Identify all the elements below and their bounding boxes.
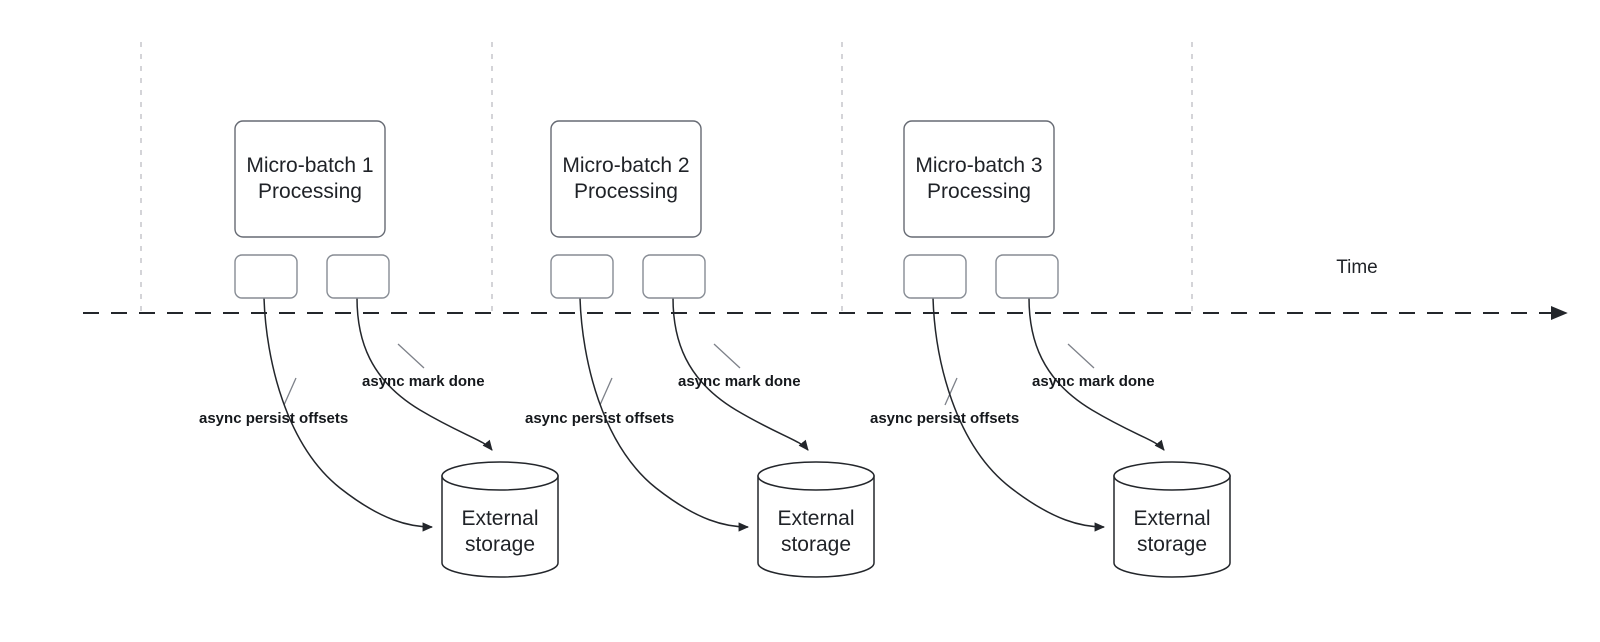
group-2-async-mark-done-edge bbox=[672, 297, 809, 451]
diagram-nodes bbox=[234, 120, 1231, 578]
group-1-storage-cylinder-top bbox=[441, 461, 559, 491]
group-2-batch-box[interactable] bbox=[550, 120, 702, 238]
group-2-mark-done-task[interactable] bbox=[642, 254, 706, 299]
group-1-async-persist-offsets-edge-label: async persist offsets bbox=[199, 410, 348, 427]
leader-persist-2 bbox=[599, 377, 613, 406]
group-1-batch-label-line1: Micro-batch 1 bbox=[246, 154, 373, 177]
group-3-async-persist-offsets-edge-label: async persist offsets bbox=[870, 410, 1019, 427]
leader-markdone-2 bbox=[713, 343, 741, 369]
group-3-storage-label-line2: storage bbox=[1137, 533, 1207, 556]
leader-persist-1 bbox=[283, 377, 297, 406]
group-2-async-persist-offsets-edge bbox=[579, 297, 750, 532]
group-2-storage-label-line2: storage bbox=[781, 533, 851, 556]
leader-markdone-3 bbox=[1067, 343, 1095, 369]
group-3-storage-label-line1: External bbox=[1133, 507, 1210, 530]
group-3-batch-box[interactable] bbox=[903, 120, 1055, 238]
time-axis-label: Time bbox=[1336, 257, 1378, 278]
group-1-async-mark-done-edge bbox=[356, 297, 493, 451]
group-2-batch-label-line2: Processing bbox=[574, 180, 678, 203]
group-3-async-persist-offsets-edge bbox=[932, 297, 1106, 532]
group-3-storage-cylinder-top bbox=[1113, 461, 1231, 491]
group-3-async-mark-done-edge-label: async mark done bbox=[1032, 373, 1155, 390]
group-3-batch-label-line2: Processing bbox=[927, 180, 1031, 203]
grid-lines bbox=[140, 42, 1193, 318]
group-1-async-mark-done-edge-label: async mark done bbox=[362, 373, 485, 390]
group-2-batch-label-line1: Micro-batch 2 bbox=[562, 154, 689, 177]
group-3-batch-label-line1: Micro-batch 3 bbox=[915, 154, 1042, 177]
leader-lines bbox=[283, 343, 1095, 406]
group-1-storage-cylinder[interactable] bbox=[441, 475, 559, 578]
group-1-storage-label-line1: External bbox=[461, 507, 538, 530]
group-3-async-mark-done-edge bbox=[1028, 297, 1165, 451]
group-3-persist-offsets-task[interactable] bbox=[903, 254, 967, 299]
group-2-async-persist-offsets-edge-label: async persist offsets bbox=[525, 410, 674, 427]
group-1-mark-done-task[interactable] bbox=[326, 254, 390, 299]
group-3-mark-done-task[interactable] bbox=[995, 254, 1059, 299]
group-3-storage-cylinder[interactable] bbox=[1113, 475, 1231, 578]
group-1-batch-label-line2: Processing bbox=[258, 180, 362, 203]
group-2-async-mark-done-edge-label: async mark done bbox=[678, 373, 801, 390]
group-2-storage-cylinder-top bbox=[757, 461, 875, 491]
group-1-storage-label-line2: storage bbox=[465, 533, 535, 556]
group-1-batch-box[interactable] bbox=[234, 120, 386, 238]
group-2-persist-offsets-task[interactable] bbox=[550, 254, 614, 299]
diagram-labels: async persist offsets async mark done Micr… bbox=[199, 154, 1211, 556]
group-1-async-persist-offsets-edge bbox=[263, 297, 434, 532]
group-2-storage-cylinder[interactable] bbox=[757, 475, 875, 578]
group-2-storage-label-line1: External bbox=[777, 507, 854, 530]
group-1-persist-offsets-task[interactable] bbox=[234, 254, 298, 299]
flow-edges bbox=[263, 297, 1165, 532]
leader-persist-3 bbox=[944, 377, 958, 406]
leader-markdone-1 bbox=[397, 343, 425, 369]
